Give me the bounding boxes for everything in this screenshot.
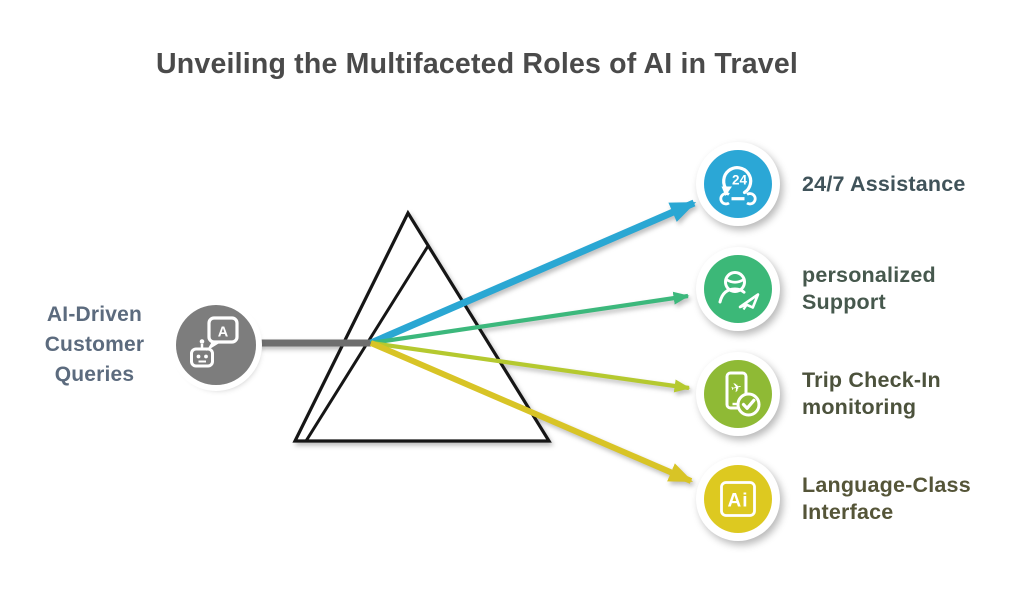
plane-glyph: ✈ xyxy=(729,379,743,396)
source-icon-wrap: A xyxy=(176,305,256,385)
page-title: Unveiling the Multifaceted Roles of AI i… xyxy=(156,48,798,80)
beam-trip-check-in xyxy=(370,340,691,393)
output-label-personalized-support: personalized Support xyxy=(802,263,936,314)
icon-halo xyxy=(696,247,780,331)
mobile-checkin-icon: ✈ xyxy=(704,360,772,428)
output-row-24-7-assistance: 24 24/7 Assistance xyxy=(696,142,1007,226)
24-7-service-wrench-icon: 24 xyxy=(704,150,772,218)
output-label-trip-check-in: Trip Check-In monitoring xyxy=(802,368,941,419)
output-row-language-interface: Ai Language-Class Interface xyxy=(696,457,1007,541)
output-row-trip-check-in: ✈ Trip Check-In monitoring xyxy=(696,352,1007,436)
beam-language-interface xyxy=(369,340,694,484)
beam-24-7-assistance xyxy=(369,199,697,347)
output-label-language-interface: Language-Class Interface xyxy=(802,473,971,524)
travel-agent-plane-icon xyxy=(704,255,772,323)
bubble-letter: A xyxy=(218,325,229,341)
icon-halo: ✈ xyxy=(696,352,780,436)
icon-halo: Ai xyxy=(696,457,780,541)
output-label-24-7-assistance: 24/7 Assistance xyxy=(802,171,966,196)
icon-24-text: 24 xyxy=(732,173,748,188)
prism-triangle xyxy=(292,209,552,443)
ai-badge-icon: Ai xyxy=(704,465,772,533)
ai-text: Ai xyxy=(728,491,749,512)
icon-halo: 24 xyxy=(696,142,780,226)
source-label: AI-Driven Customer Queries xyxy=(44,303,145,386)
chatbot-chat-bubble-icon: A xyxy=(176,305,256,385)
beam-personalized-support xyxy=(370,291,690,346)
output-row-personalized-support: personalized Support xyxy=(696,247,1007,331)
